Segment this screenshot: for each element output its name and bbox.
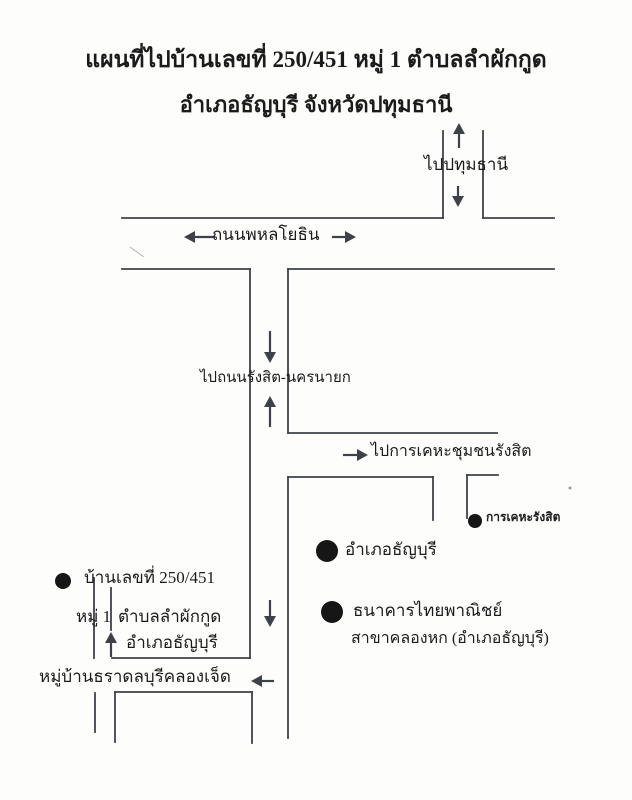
map-title-line2: อำเภอธัญบุรี จังหวัดปทุมธานี <box>179 92 453 117</box>
road-to-village <box>111 657 253 744</box>
arrow-down-main-road <box>264 331 276 363</box>
label-house-tambon: ตำบลลำผักกูด <box>118 607 222 626</box>
scan-scratch <box>129 246 145 258</box>
house-marker <box>55 573 71 589</box>
arrow-down-lower-main-road <box>264 600 276 627</box>
road-house-lane <box>93 577 116 743</box>
label-bank-name: ธนาคารไทยพาณิชย์ <box>353 601 503 620</box>
arrow-right-phahonyothin <box>332 231 356 243</box>
label-house-moo: หมู่ 1 <box>76 607 112 626</box>
label-to-pathum-thani: ไปปทุมธานี <box>424 155 509 174</box>
district-office-marker <box>316 540 338 562</box>
label-to-rangsit-community-housing: ไปการเคหะชุมชนรังสิต <box>371 443 532 460</box>
arrow-left-to-village <box>251 675 274 687</box>
arrow-up-main-road <box>264 396 276 427</box>
rangsit-housing-marker <box>468 514 482 528</box>
road-to-rangsit-housing <box>287 432 498 521</box>
arrow-up-pathumthani <box>453 123 465 148</box>
scan-speck <box>568 486 572 490</box>
arrow-down-from-pathumthani <box>452 186 464 207</box>
arrow-right-to-housing <box>343 449 368 461</box>
arrow-up-house-lane <box>105 632 117 657</box>
road-phahonyothin <box>121 217 555 270</box>
map-title-line1: แผนที่ไปบ้านเลขที่ 250/451 หมู่ 1 ตำบลลำ… <box>85 47 547 72</box>
label-rangsit-housing: การเคหะรังสิต <box>486 510 561 524</box>
road-main-vertical <box>249 268 289 739</box>
label-house-number: บ้านเลขที่ 250/451 <box>84 568 215 587</box>
label-phahonyothin-road: ถนนพหลโยธิน <box>212 225 320 244</box>
label-district-office: อำเภอธัญบุรี <box>345 540 437 559</box>
label-bank-branch: สาขาคลองหก (อำเภอธัญบุรี) <box>351 630 549 647</box>
arrow-left-phahonyothin <box>184 231 214 243</box>
label-house-amphoe: อำเภอธัญบุรี <box>126 633 218 652</box>
road-to-pathum-thani <box>442 130 484 219</box>
road-rangsit-housing-entrance <box>466 474 499 519</box>
label-to-rangsit-nakhon-nayok: ไปถนนรังสิต-นครนายก <box>200 370 351 386</box>
label-village-tharadol-buri: หมู่บ้านธราดลบุรีคลองเจ็ด <box>39 667 231 686</box>
bank-marker <box>321 601 343 623</box>
